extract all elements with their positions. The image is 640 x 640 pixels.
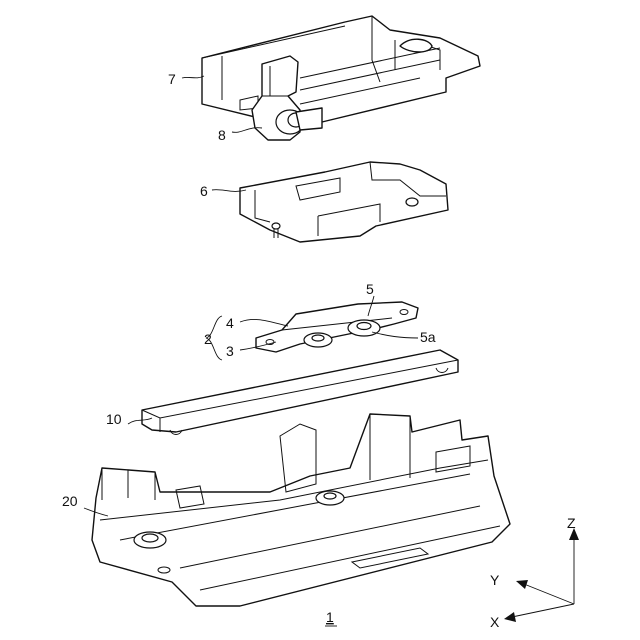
axis-label-z: Z — [567, 515, 576, 531]
label-part-5a: 5a — [420, 329, 436, 345]
part-7-upper-frame — [202, 16, 480, 128]
x-axis-line — [512, 604, 574, 617]
y-axis-arrowhead — [516, 580, 528, 589]
label-part-4: 4 — [226, 315, 234, 331]
part-6-middle-frame — [240, 162, 448, 242]
axis-label-x: X — [490, 614, 500, 630]
label-part-5: 5 — [366, 281, 374, 297]
axis-label-y: Y — [490, 572, 500, 588]
y-axis-line — [524, 584, 574, 604]
label-part-10: 10 — [106, 411, 122, 427]
label-part-8: 8 — [218, 127, 226, 143]
label-part-6: 6 — [200, 183, 208, 199]
coordinate-axes: Z Y X — [490, 515, 579, 630]
part-2-assembly — [256, 302, 418, 352]
label-part-2: 2 — [204, 331, 212, 347]
label-part-3: 3 — [226, 343, 234, 359]
label-part-7: 7 — [168, 71, 176, 87]
part-20-base — [92, 414, 510, 606]
x-axis-arrowhead — [504, 612, 516, 622]
label-part-20: 20 — [62, 493, 78, 509]
label-assembly-1: 1 — [326, 609, 334, 625]
